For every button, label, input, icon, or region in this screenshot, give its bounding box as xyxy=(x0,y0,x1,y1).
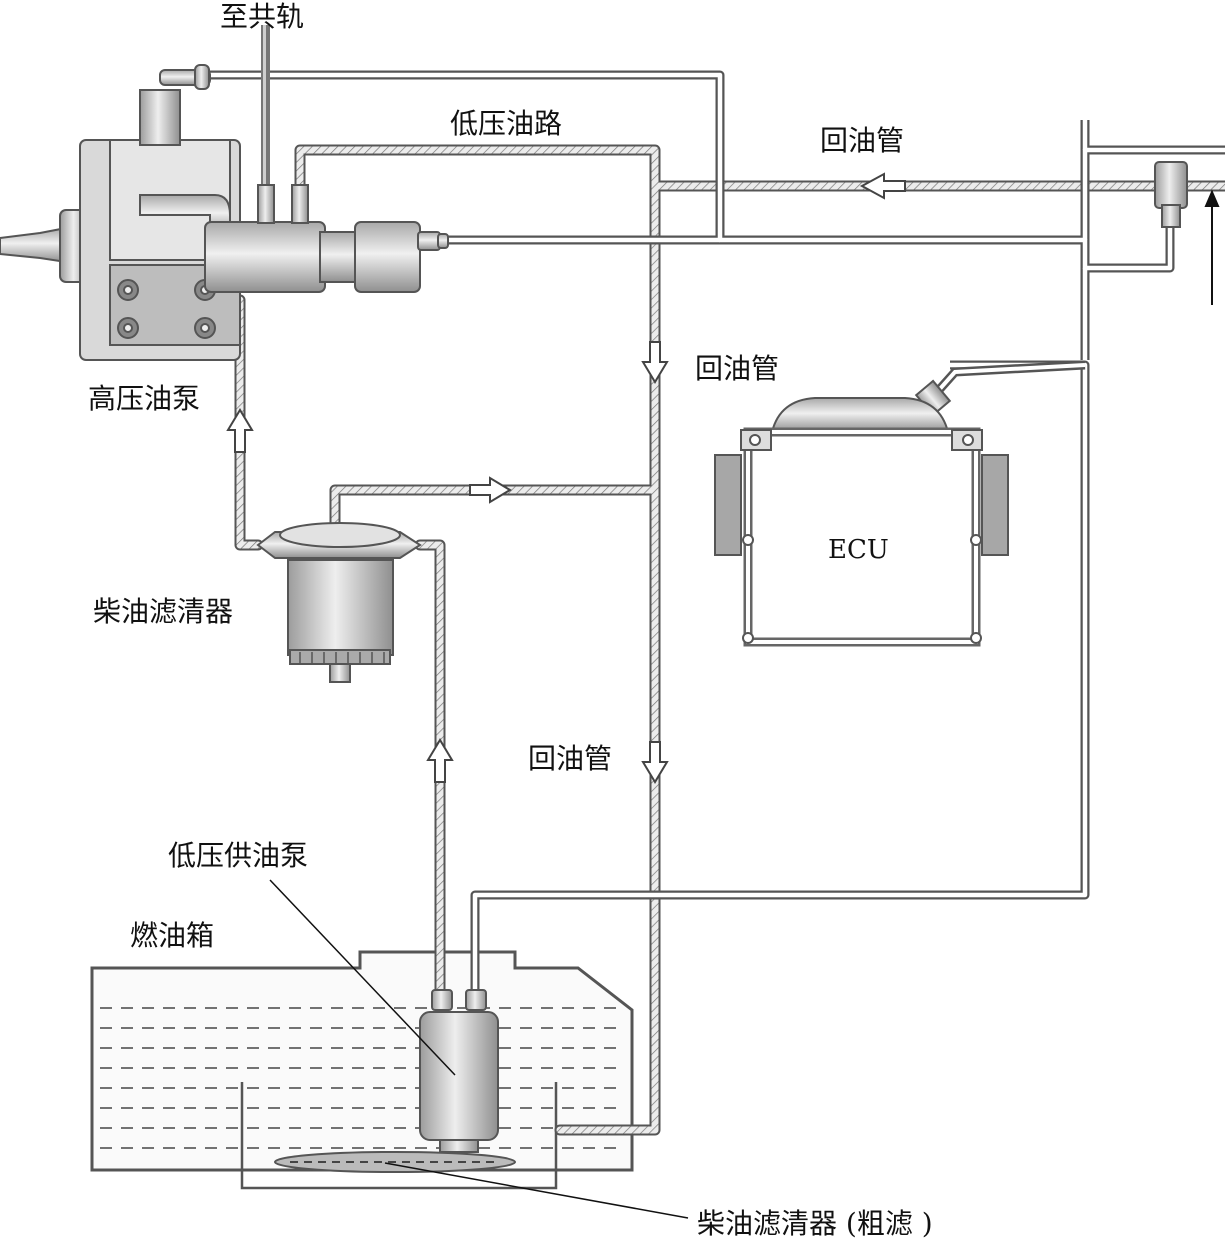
flow-arrows xyxy=(226,172,906,784)
label-fuel-tank: 燃油箱 xyxy=(130,919,215,952)
fuel-level-dashes xyxy=(100,1007,625,1149)
label-low-pressure-line: 低压油路 xyxy=(450,107,563,140)
leader-lines xyxy=(269,879,689,1219)
arrow-filter-return xyxy=(469,476,512,504)
label-ecu: ECU xyxy=(828,535,889,565)
arrow-return-top xyxy=(859,172,906,200)
label-diesel-filter: 柴油滤清器 xyxy=(93,595,234,628)
label-coarse-filter: 柴油滤清器 (粗滤 ) xyxy=(697,1207,933,1240)
junction-block xyxy=(1154,161,1188,228)
high-pressure-pump xyxy=(0,64,449,361)
common-rail-pipe xyxy=(261,25,270,205)
diesel-filter xyxy=(256,522,422,683)
label-to-common-rail: 至共轨 xyxy=(220,0,305,33)
ecu-unit xyxy=(714,360,1086,647)
arrow-hp-pump-up xyxy=(226,408,254,453)
label-return-pipe-top: 回油管 xyxy=(820,124,905,157)
hatched-pipes xyxy=(234,144,1225,1136)
arrow-supply-up xyxy=(426,738,454,783)
label-high-pressure-pump: 高压油泵 xyxy=(88,382,201,415)
arrow-return-vertical-upper xyxy=(641,341,669,384)
label-return-pipe-lower: 回油管 xyxy=(528,742,613,775)
low-pressure-supply-pump xyxy=(419,989,499,1153)
arrow-return-vertical-lower xyxy=(641,741,669,784)
label-low-pressure-supply-pump: 低压供油泵 xyxy=(168,839,309,872)
coarse-filter xyxy=(274,1151,516,1173)
label-return-pipe-mid: 回油管 xyxy=(695,352,780,385)
right-edge-arrow xyxy=(1204,189,1220,305)
